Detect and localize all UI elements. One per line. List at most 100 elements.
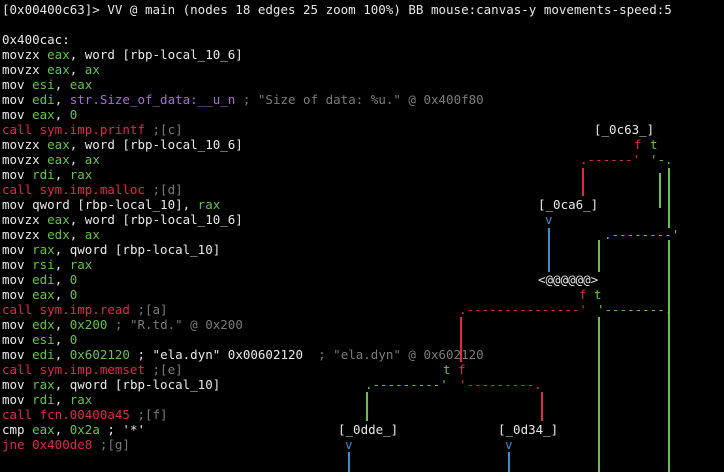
asm-token: ,: [54, 107, 70, 122]
asm-token: ;[f]: [129, 407, 168, 422]
asm-token: , qword [rbp-local_10]: [54, 377, 221, 392]
asm-token: mov: [2, 287, 33, 302]
asm-line: mov esi, 0: [2, 332, 77, 347]
asm-token: ; "R.td." @ 0x200: [107, 317, 243, 332]
asm-token: ; "ela.dyn" @ 0x602120: [310, 347, 484, 362]
graph-node[interactable]: [_0d34_]: [498, 422, 559, 437]
asm-token: , word [rbp-local_10_6]: [69, 212, 243, 227]
graph-edge: [366, 392, 368, 421]
asm-token: 0: [69, 332, 78, 347]
asm-line: mov edi, 0: [2, 272, 77, 287]
asm-token: call sym.imp.memset: [2, 362, 145, 377]
asm-token: eax: [69, 77, 93, 92]
graph-edge-label: t: [594, 287, 602, 302]
asm-line: mov rdi, rax: [2, 392, 92, 407]
asm-line: movzx eax, ax: [2, 62, 100, 77]
asm-line: movzx eax, word [rbp-local_10_6]: [2, 47, 243, 62]
asm-token: ax: [84, 227, 100, 242]
asm-token: rax: [32, 377, 55, 392]
asm-line: mov eax, 0: [2, 287, 77, 302]
graph-edge-label: .---------------': [459, 302, 587, 317]
asm-token: ,: [69, 152, 85, 167]
graph-edge: [582, 168, 584, 196]
asm-token: rax: [197, 197, 221, 212]
asm-line: call sym.imp.malloc ;[d]: [2, 182, 183, 197]
asm-line: mov rdi, rax: [2, 167, 92, 182]
asm-line: 0x400cac:: [2, 32, 70, 47]
asm-token: ,: [54, 272, 70, 287]
asm-token: movzx: [2, 137, 48, 152]
asm-token: mov: [2, 347, 33, 362]
asm-line: call sym.imp.read ;[a]: [2, 302, 168, 317]
asm-token: str.Size_of_data:__u_n: [69, 92, 236, 107]
asm-token: eax: [32, 107, 55, 122]
asm-line: cmp eax, 0x2a ; '*': [2, 422, 145, 437]
asm-line: call fcn.00400a45 ;[f]: [2, 407, 168, 422]
asm-token: rsi: [32, 257, 55, 272]
graph-edge: [668, 317, 670, 472]
asm-token: movzx: [2, 62, 48, 77]
asm-token: 0: [69, 272, 78, 287]
asm-token: call sym.imp.malloc: [2, 182, 145, 197]
asm-line: call sym.imp.memset ;[e]: [2, 362, 183, 377]
asm-token: esi: [32, 332, 55, 347]
asm-token: ;[d]: [145, 182, 183, 197]
asm-token: ,: [54, 347, 70, 362]
asm-line: mov rax, qword [rbp-local_10]: [2, 242, 220, 257]
asm-token: edx: [32, 317, 55, 332]
graph-edge: [598, 317, 600, 472]
asm-token: 0x200: [69, 317, 108, 332]
graph-edge: [541, 392, 543, 421]
graph-node[interactable]: [_0ca6_]: [538, 197, 599, 212]
asm-line: mov edi, str.Size_of_data:__u_n ; "Size …: [2, 92, 484, 107]
asm-token: eax: [47, 152, 70, 167]
asm-token: ;[a]: [129, 302, 168, 317]
graph-edge-label: '--------.: [597, 302, 673, 317]
asm-line: movzx eax, ax: [2, 152, 100, 167]
asm-token: ,: [54, 77, 70, 92]
asm-token: edx: [47, 227, 70, 242]
asm-token: mov: [2, 392, 33, 407]
graph-edge-label: '---------.: [459, 377, 542, 392]
asm-line: movzx edx, ax: [2, 227, 100, 242]
asm-token: mov: [2, 272, 33, 287]
graph-edge-label: f: [634, 137, 642, 152]
asm-token: mov: [2, 167, 33, 182]
asm-token: , word [rbp-local_10_6]: [69, 47, 243, 62]
graph-node[interactable]: [_0dde_]: [338, 422, 399, 437]
asm-token: rax: [69, 392, 93, 407]
graph-edge-label: .---------': [365, 377, 448, 392]
asm-token: ; "ela.dyn" 0x00602120: [129, 347, 311, 362]
asm-token: eax: [32, 287, 55, 302]
graph-node-current[interactable]: <@@@@@@>: [538, 272, 599, 287]
asm-line: mov rsi, rax: [2, 257, 92, 272]
graph-edge: [598, 240, 600, 272]
asm-line: movzx eax, word [rbp-local_10_6]: [2, 137, 243, 152]
status-bar: [0x00400c63]> VV @ main (nodes 18 edges …: [2, 2, 672, 17]
asm-token: ,: [69, 227, 85, 242]
asm-token: ,: [54, 392, 70, 407]
asm-token: ,: [54, 287, 70, 302]
asm-token: mov qword [rbp-local_10],: [2, 197, 198, 212]
asm-token: ;[e]: [145, 362, 183, 377]
asm-token: cmp: [2, 422, 33, 437]
asm-token: rdi: [32, 392, 55, 407]
asm-token: call sym.imp.read: [2, 302, 130, 317]
asm-token: , qword [rbp-local_10]: [54, 242, 221, 257]
graph-edge: [460, 317, 462, 362]
asm-token: mov: [2, 257, 33, 272]
graph-edge: [659, 173, 661, 208]
graph-node[interactable]: [_0c63_]: [594, 122, 655, 137]
asm-token: ,: [69, 62, 85, 77]
graph-edge: [348, 452, 350, 472]
asm-token: mov: [2, 332, 33, 347]
asm-line: mov qword [rbp-local_10], rax: [2, 197, 220, 212]
asm-token: ,: [54, 257, 70, 272]
graph-edge-label: .------': [580, 152, 641, 167]
asm-token: rax: [69, 257, 93, 272]
asm-token: mov: [2, 317, 33, 332]
asm-token: call sym.imp.printf: [2, 122, 145, 137]
asm-token: 0x400cac:: [2, 32, 70, 47]
graph-edge-label: f: [579, 287, 587, 302]
